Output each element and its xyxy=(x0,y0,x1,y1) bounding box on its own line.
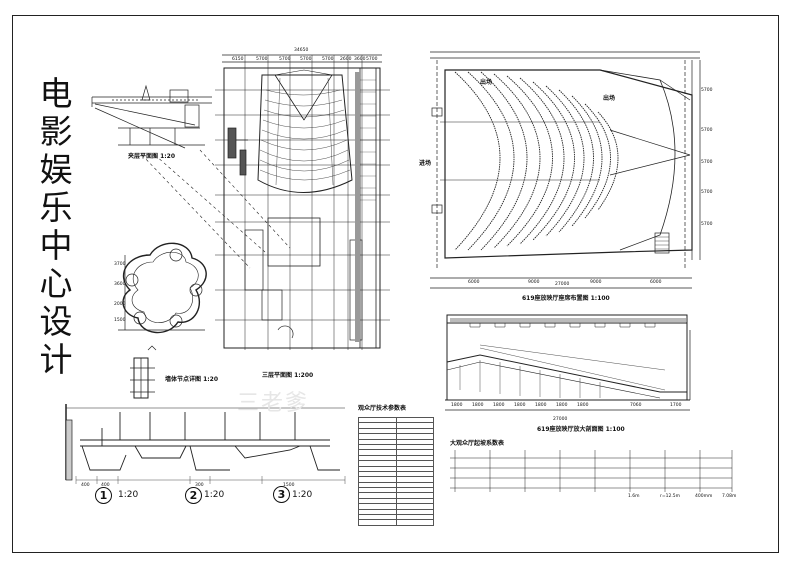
drawing-title: 电 影 娱 乐 中 心 设 计 xyxy=(39,74,73,379)
plan-dim: 5700 xyxy=(279,57,291,62)
wall-node-label: 墙体节点详图 1:20 xyxy=(165,376,219,383)
seat-dim: 6000 xyxy=(468,280,480,285)
detail-dim: 300 xyxy=(195,483,204,488)
plan-dim: 5700 xyxy=(256,57,268,62)
slope-table xyxy=(450,450,733,492)
curved-dim: 3600 xyxy=(114,282,126,287)
section-dim: 1800 xyxy=(493,403,505,408)
watermark: 三老爹 xyxy=(237,391,310,416)
plan-dim: 5700 xyxy=(322,57,334,62)
plan-dim: 5700 xyxy=(300,57,312,62)
wall-fill xyxy=(355,72,360,342)
seat-dim: 9000 xyxy=(528,280,540,285)
section-dim: 1800 xyxy=(514,403,526,408)
section-dim: 1800 xyxy=(577,403,589,408)
section-dim: 1800 xyxy=(472,403,484,408)
plan-total-dim: 34650 xyxy=(294,48,309,53)
section-dim: 1800 xyxy=(556,403,568,408)
section-dim: 1800 xyxy=(535,403,547,408)
detail-marker-3: 3 xyxy=(273,486,290,503)
exit-top-label: 出场 xyxy=(480,79,493,86)
detail-marker-1: 1 xyxy=(95,487,112,504)
detail-dim: 400 xyxy=(81,483,90,488)
detail-scale-2: 1:20 xyxy=(204,490,225,500)
wall-node-detail xyxy=(130,345,157,399)
side-dim: 5700 xyxy=(701,222,713,227)
bottom-details xyxy=(65,404,346,484)
seating-plan-label: 619座放映厅座席布置图 1:100 xyxy=(522,295,610,302)
seat-total-dim: 27000 xyxy=(555,282,570,287)
mezzanine-plan-drawing xyxy=(91,84,212,149)
plan-dim: 5700 xyxy=(366,57,378,62)
seat-dim: 9000 xyxy=(590,280,602,285)
side-dim: 5700 xyxy=(701,190,713,195)
section-dim: 1700 xyxy=(670,403,682,408)
plan-dim: 3600 xyxy=(354,57,366,62)
side-dim: 5700 xyxy=(701,160,713,165)
detail-scale-3: 1:20 xyxy=(292,490,313,500)
exit-right-label: 出场 xyxy=(603,95,616,102)
table-cell xyxy=(395,519,434,526)
slope-axis-label: 7.08m xyxy=(722,494,737,499)
detail-marker-2: 2 xyxy=(185,487,202,504)
detail-dim: 400 xyxy=(101,483,110,488)
table-cell xyxy=(358,519,397,526)
seating-plan-drawing xyxy=(430,51,701,289)
slope-axis-label: 1.6m xyxy=(628,494,640,499)
detail-dim: 1500 xyxy=(283,483,295,488)
tech-parameter-table xyxy=(358,416,434,526)
table-row xyxy=(358,519,434,526)
curved-dim: 2000 xyxy=(114,302,126,307)
section-dim: 1800 xyxy=(451,403,463,408)
third-floor-plan xyxy=(215,54,390,350)
curved-room-plan xyxy=(118,242,207,334)
plan-dim: 2600 xyxy=(340,57,352,62)
tech-table-label: 观众厅技术参数表 xyxy=(358,405,407,412)
plan-dim: 6150 xyxy=(232,57,244,62)
curved-dim: 3700 xyxy=(114,262,126,267)
section-drawing xyxy=(445,314,691,411)
side-dim: 5700 xyxy=(701,88,713,93)
slope-table-label: 大观众厅起坡系数表 xyxy=(450,440,505,447)
ceiling-hatch xyxy=(450,318,686,322)
entrance-label: 进场 xyxy=(419,160,432,167)
detail-scale-1: 1:20 xyxy=(118,490,139,500)
slope-axis-label: r=12.5m xyxy=(660,494,681,499)
drawing-frame xyxy=(12,15,779,553)
slope-axis-label: 400mm xyxy=(695,494,713,499)
section-label: 619座放映厅放大剖面图 1:100 xyxy=(537,426,625,433)
third-floor-plan-label: 三层平面图 1:200 xyxy=(262,372,314,379)
section-dim: 7060 xyxy=(630,403,642,408)
seat-dim: 6000 xyxy=(650,280,662,285)
mezzanine-plan-label: 夹层平面图 1:20 xyxy=(128,153,176,160)
side-dim: 5700 xyxy=(701,128,713,133)
curved-dim: 1500 xyxy=(114,318,126,323)
section-total-dim: 27000 xyxy=(553,417,568,422)
